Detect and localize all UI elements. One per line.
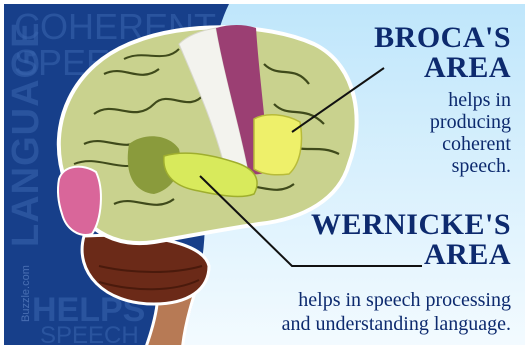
broca-desc-line1: helps in: [448, 90, 511, 110]
broca-title-line1: BROCA'S: [374, 23, 511, 53]
occipital-area: [58, 167, 101, 235]
broca-title-line2: AREA: [424, 53, 511, 83]
wernicke-desc-line1: helps in speech processing: [298, 290, 511, 310]
broca-desc-line4: speech.: [452, 156, 511, 176]
broca-area: [254, 115, 302, 175]
broca-desc-line2: producing: [430, 112, 511, 132]
wernicke-title-line1: WERNICKE'S: [311, 210, 511, 240]
wernicke-desc-line2: and understanding language.: [282, 314, 511, 334]
wernicke-title-line2: AREA: [424, 240, 511, 270]
broca-desc-line3: coherent: [442, 134, 511, 154]
